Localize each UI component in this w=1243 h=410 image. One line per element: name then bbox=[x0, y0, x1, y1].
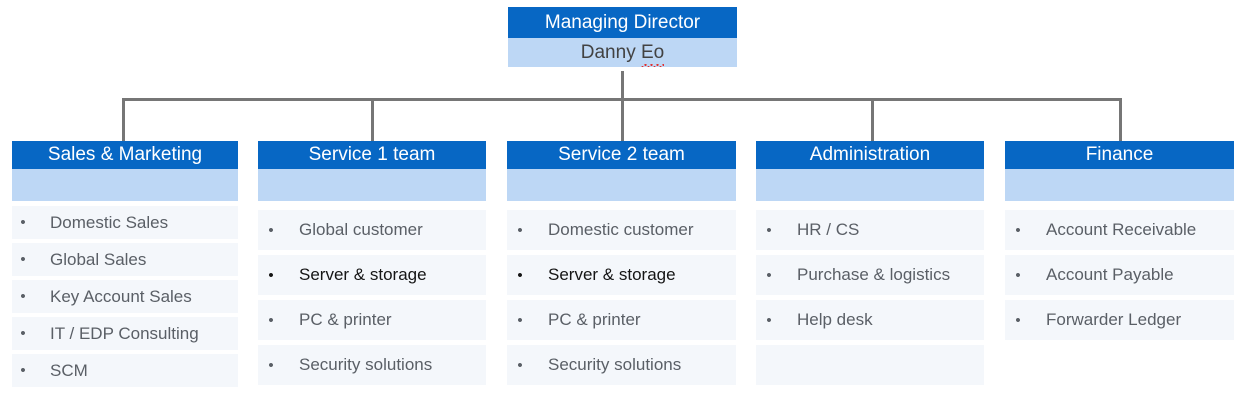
connector-drop-sales-marketing bbox=[122, 98, 125, 141]
connector-root-stem bbox=[621, 71, 624, 141]
node-person-name: Danny Eo bbox=[508, 38, 737, 67]
list-item[interactable]: • Server & storage bbox=[507, 255, 736, 295]
list-item[interactable]: • Server & storage bbox=[258, 255, 486, 295]
department-subbar bbox=[12, 169, 238, 201]
person-last-name-misspelled: Eo bbox=[640, 38, 665, 67]
list-item-label: Global customer bbox=[299, 220, 423, 239]
bullet-icon: • bbox=[20, 251, 26, 268]
list-item-label: Help desk bbox=[797, 310, 873, 329]
bullet-icon: • bbox=[766, 311, 772, 329]
bullet-icon: • bbox=[1015, 221, 1021, 239]
list-item[interactable]: • Key Account Sales bbox=[12, 280, 238, 313]
department-item-list: • HR / CS • Purchase & logistics • Help des… bbox=[756, 210, 984, 385]
list-item-label: Forwarder Ledger bbox=[1046, 310, 1182, 329]
list-item[interactable]: • PC & printer bbox=[507, 300, 736, 340]
list-item[interactable]: • Security solutions bbox=[258, 345, 486, 385]
bullet-icon: • bbox=[1015, 266, 1021, 284]
department-finance[interactable]: Finance • Account Receivable • Account Pay… bbox=[1005, 141, 1234, 345]
list-item-label: Domestic Sales bbox=[50, 212, 169, 232]
list-item[interactable]: • HR / CS bbox=[756, 210, 984, 250]
node-managing-director[interactable]: Managing Director Danny Eo bbox=[508, 7, 737, 67]
bullet-icon: • bbox=[268, 266, 274, 284]
list-item-label: Account Receivable bbox=[1046, 220, 1197, 239]
list-item-empty: • bbox=[756, 345, 984, 385]
list-item[interactable]: • PC & printer bbox=[258, 300, 486, 340]
bullet-icon: • bbox=[268, 221, 274, 239]
list-item[interactable]: • Domestic customer bbox=[507, 210, 736, 250]
list-item-label: Security solutions bbox=[299, 355, 433, 374]
connector-horizontal-bus bbox=[122, 98, 1122, 101]
department-subbar bbox=[507, 169, 736, 201]
list-item[interactable]: • SCM bbox=[12, 354, 238, 387]
connector-drop-administration bbox=[871, 98, 874, 141]
list-item[interactable]: • Global Sales bbox=[12, 243, 238, 276]
list-item[interactable]: • Account Receivable bbox=[1005, 210, 1234, 250]
list-item-label: Global Sales bbox=[50, 249, 147, 269]
bullet-icon: • bbox=[20, 325, 26, 342]
list-item[interactable]: • Forwarder Ledger bbox=[1005, 300, 1234, 340]
bullet-icon: • bbox=[517, 221, 523, 239]
bullet-icon: • bbox=[20, 288, 26, 305]
list-item-label: HR / CS bbox=[797, 220, 860, 239]
department-title: Sales & Marketing bbox=[12, 141, 238, 169]
list-item-label: PC & printer bbox=[299, 310, 392, 329]
bullet-icon: • bbox=[517, 311, 523, 329]
list-item[interactable]: • Global customer bbox=[258, 210, 486, 250]
list-item-label: IT / EDP Consulting bbox=[50, 323, 199, 343]
list-item-label: Account Payable bbox=[1046, 265, 1174, 284]
department-subbar bbox=[258, 169, 486, 201]
department-item-list: • Domestic customer • Server & storage • PC… bbox=[507, 210, 736, 385]
list-item[interactable]: • Purchase & logistics bbox=[756, 255, 984, 295]
bullet-icon: • bbox=[766, 221, 772, 239]
list-item-label: Security solutions bbox=[548, 355, 682, 374]
department-title: Administration bbox=[756, 141, 984, 169]
connector-drop-service-1 bbox=[371, 98, 374, 141]
bullet-icon: • bbox=[1015, 311, 1021, 329]
list-item-label: Domestic customer bbox=[548, 220, 694, 239]
list-item[interactable]: • Help desk bbox=[756, 300, 984, 340]
list-item[interactable]: • Account Payable bbox=[1005, 255, 1234, 295]
department-sales-marketing[interactable]: Sales & Marketing • Domestic Sales • Globa… bbox=[12, 141, 238, 391]
department-service-1-team[interactable]: Service 1 team • Global customer • Server … bbox=[258, 141, 486, 390]
list-item-label: Server & storage bbox=[548, 265, 676, 284]
list-item[interactable]: • Domestic Sales bbox=[12, 206, 238, 239]
list-item-label: PC & printer bbox=[548, 310, 641, 329]
list-item-label: Purchase & logistics bbox=[797, 265, 951, 284]
department-title: Service 1 team bbox=[258, 141, 486, 169]
node-title: Managing Director bbox=[508, 7, 737, 38]
department-item-list: • Domestic Sales • Global Sales • Key Accou… bbox=[12, 206, 238, 387]
department-subbar bbox=[756, 169, 984, 201]
department-subbar bbox=[1005, 169, 1234, 201]
list-item-label: SCM bbox=[50, 360, 88, 380]
department-item-list: • Global customer • Server & storage • PC &… bbox=[258, 210, 486, 385]
department-title: Finance bbox=[1005, 141, 1234, 169]
connector-drop-finance bbox=[1119, 98, 1122, 141]
list-item[interactable]: • IT / EDP Consulting bbox=[12, 317, 238, 350]
department-title: Service 2 team bbox=[507, 141, 736, 169]
bullet-icon: • bbox=[517, 356, 523, 374]
list-item-label: Server & storage bbox=[299, 265, 427, 284]
bullet-icon: • bbox=[766, 266, 772, 284]
bullet-icon: • bbox=[20, 214, 26, 231]
department-administration[interactable]: Administration • HR / CS • Purchase & logi… bbox=[756, 141, 984, 390]
bullet-icon: • bbox=[268, 311, 274, 329]
bullet-icon: • bbox=[517, 266, 523, 284]
department-item-list: • Account Receivable • Account Payable • Fo… bbox=[1005, 210, 1234, 340]
bullet-icon: • bbox=[268, 356, 274, 374]
person-first-name: Danny bbox=[580, 42, 641, 63]
department-service-2-team[interactable]: Service 2 team • Domestic customer • Serve… bbox=[507, 141, 736, 390]
list-item-label: Key Account Sales bbox=[50, 286, 192, 306]
list-item[interactable]: • Security solutions bbox=[507, 345, 736, 385]
bullet-icon: • bbox=[20, 362, 26, 379]
